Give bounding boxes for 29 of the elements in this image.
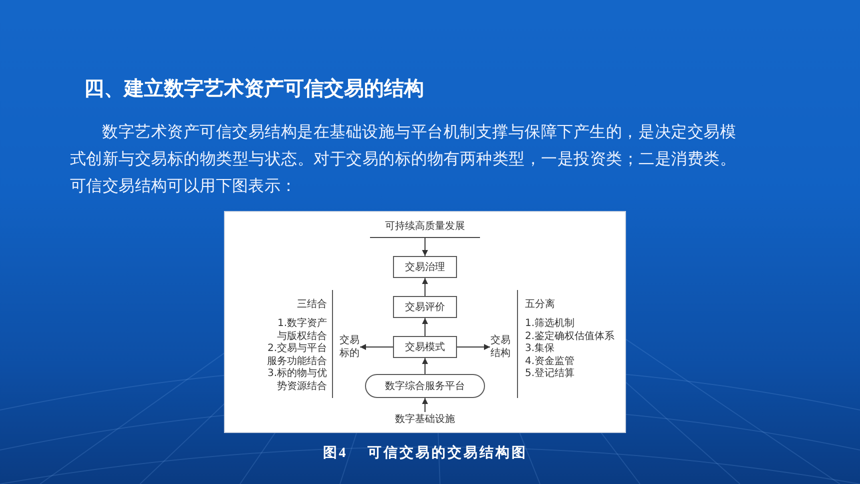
slide-title: 四、建立数字艺术资产可信交易的结构: [84, 75, 424, 102]
arrow: [422, 358, 428, 374]
body-paragraph: 数字艺术资产可信交易结构是在基础设施与平台机制支撑与保障下产生的，是决定交易模式创新与交易标的物类型与状态。对于交易的标的物有两种类型，一是投资类；二是消费类。: [70, 121, 736, 170]
arrow: [422, 318, 428, 336]
list-item: 4.资金监管: [525, 356, 575, 368]
node-label: 交易标的: [339, 334, 360, 360]
list-item: 1.数字资产与版权结合: [276, 318, 327, 342]
list-item: 2.鉴定确权估值体系: [525, 330, 615, 343]
arrow: [422, 398, 428, 412]
arrow: [422, 278, 428, 296]
arrow: [422, 238, 428, 256]
list-item: 3.集保: [525, 343, 555, 356]
body-paragraph: 可信交易结构可以用下图表示：: [70, 175, 298, 197]
node-label: 交易结构: [490, 334, 511, 360]
list-item: 1.筛选机制: [525, 318, 575, 330]
goal-label: 可持续高质量发展: [370, 220, 480, 238]
figure-caption: 图4 可信交易的交易结构图: [322, 444, 528, 463]
rounded-process-box: 数字综合服务平台: [365, 374, 485, 398]
list-heading: 五分离: [525, 298, 555, 312]
process-box: 交易评价: [393, 296, 457, 318]
node-label: 数字基础设施: [385, 412, 465, 426]
list-item: 2.交易与平台服务功能结合: [266, 343, 327, 368]
process-box: 交易模式: [393, 336, 457, 358]
process-box: 交易治理: [393, 256, 457, 278]
arrow: [456, 344, 490, 350]
list-heading: 三结合: [297, 298, 327, 312]
arrow: [360, 344, 394, 350]
list-item: 3.标的物与优势资源结合: [266, 368, 327, 393]
list-item: 5.登记结算: [525, 368, 575, 380]
